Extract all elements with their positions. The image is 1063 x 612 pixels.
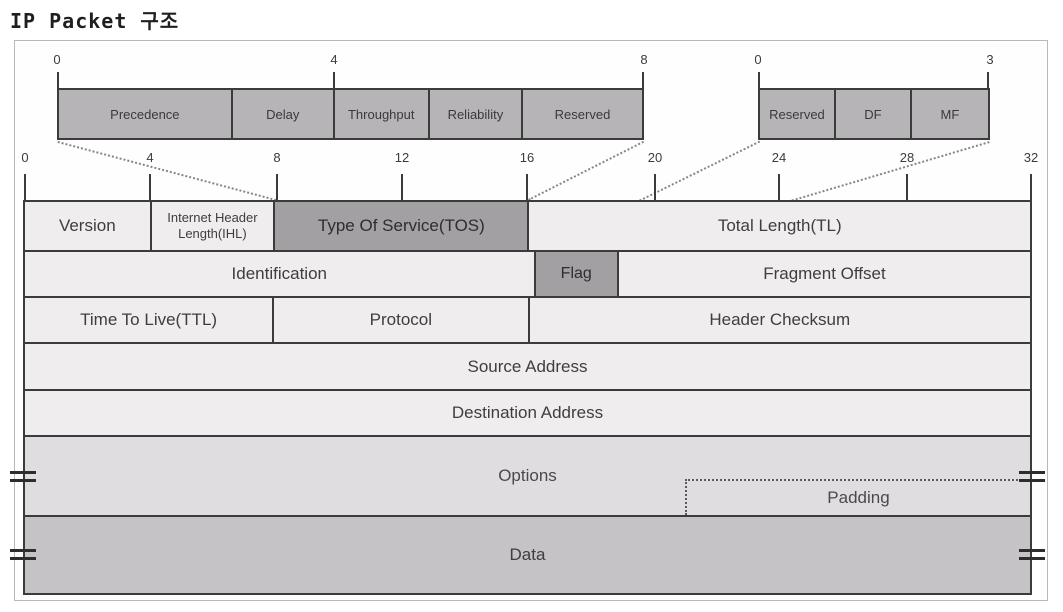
flag-cell-df: DF <box>836 90 912 138</box>
bit-ruler-label-28: 28 <box>899 150 915 165</box>
tos-tick-label-8: 8 <box>640 52 648 67</box>
tos-cell-throughput: Throughput <box>335 90 430 138</box>
tos-cell-delay: Delay <box>233 90 335 138</box>
bit-ruler-label-12: 12 <box>394 150 410 165</box>
field-padding: Padding <box>685 479 1030 515</box>
tos-tick-mark <box>57 72 59 88</box>
flag-cell-reserved: Reserved <box>760 90 836 138</box>
bit-ruler-tick <box>526 174 528 200</box>
field-total-length: Total Length(TL) <box>529 202 1030 250</box>
tos-cell-precedence: Precedence <box>59 90 233 138</box>
break-mark-data-right <box>1019 549 1045 560</box>
tos-tick-mark <box>642 72 644 88</box>
bit-ruler-tick <box>149 174 151 200</box>
field-ihl: Internet Header Length(IHL) <box>151 202 276 250</box>
bit-ruler-label-8: 8 <box>273 150 281 165</box>
packet-row-4: Source Address <box>25 344 1030 391</box>
tos-cell-reliability: Reliability <box>430 90 524 138</box>
field-data: Data <box>509 545 546 564</box>
bit-ruler-label-4: 4 <box>146 150 154 165</box>
flag-cell-mf: MF <box>940 106 960 122</box>
page-title: IP Packet 구조 <box>10 9 180 33</box>
packet-row-1: Version Internet Header Length(IHL) Type… <box>25 202 1030 252</box>
field-tos: Type Of Service(TOS) <box>275 202 530 250</box>
bit-ruler-tick <box>906 174 908 200</box>
field-protocol: Protocol <box>274 298 530 342</box>
field-identification: Identification <box>25 252 536 296</box>
flag-tick-label-0: 0 <box>754 52 762 67</box>
field-ttl: Time To Live(TTL) <box>25 298 275 342</box>
tos-tick-label-0: 0 <box>53 52 61 67</box>
field-fragment-offset: Fragment Offset <box>618 252 1030 296</box>
bit-ruler-tick <box>401 174 403 200</box>
bit-ruler-tick <box>654 174 656 200</box>
break-mark-options-right <box>1019 471 1045 482</box>
bit-ruler-label-20: 20 <box>647 150 663 165</box>
packet-row-7: Data <box>25 517 1030 593</box>
field-header-checksum: Header Checksum <box>529 298 1030 342</box>
bit-ruler-label-16: 16 <box>519 150 535 165</box>
break-mark-options-left <box>10 471 36 482</box>
tos-cell-reserved: Reserved <box>554 106 611 122</box>
bit-ruler-tick <box>24 174 26 200</box>
tos-detail-box: Precedence Delay Throughput Reliability … <box>57 88 644 140</box>
flag-tick-label-3: 3 <box>986 52 994 67</box>
field-options: Options <box>498 466 557 485</box>
bit-ruler-tick <box>778 174 780 200</box>
packet-row-3: Time To Live(TTL) Protocol Header Checks… <box>25 298 1030 344</box>
bit-ruler-label-0: 0 <box>21 150 29 165</box>
packet-row-2: Identification Flag Fragment Offset <box>25 252 1030 298</box>
packet-row-5: Destination Address <box>25 391 1030 437</box>
field-flag: Flag <box>535 252 619 296</box>
bit-ruler-label-32: 32 <box>1023 150 1039 165</box>
flag-tick-mark <box>987 72 989 88</box>
bit-ruler-tick <box>1030 174 1032 200</box>
bit-ruler-tick <box>276 174 278 200</box>
tos-tick-label-4: 4 <box>330 52 338 67</box>
field-destination-address: Destination Address <box>25 391 1030 435</box>
tos-tick-mark <box>333 72 335 88</box>
bit-ruler-label-24: 24 <box>771 150 787 165</box>
flag-tick-mark <box>758 72 760 88</box>
field-version: Version <box>25 202 152 250</box>
break-mark-data-left <box>10 549 36 560</box>
field-source-address: Source Address <box>25 344 1030 389</box>
packet-table: Version Internet Header Length(IHL) Type… <box>23 200 1032 595</box>
flag-detail-box: Reserved DF MF <box>758 88 990 140</box>
packet-row-6: Options Padding <box>25 437 1030 517</box>
